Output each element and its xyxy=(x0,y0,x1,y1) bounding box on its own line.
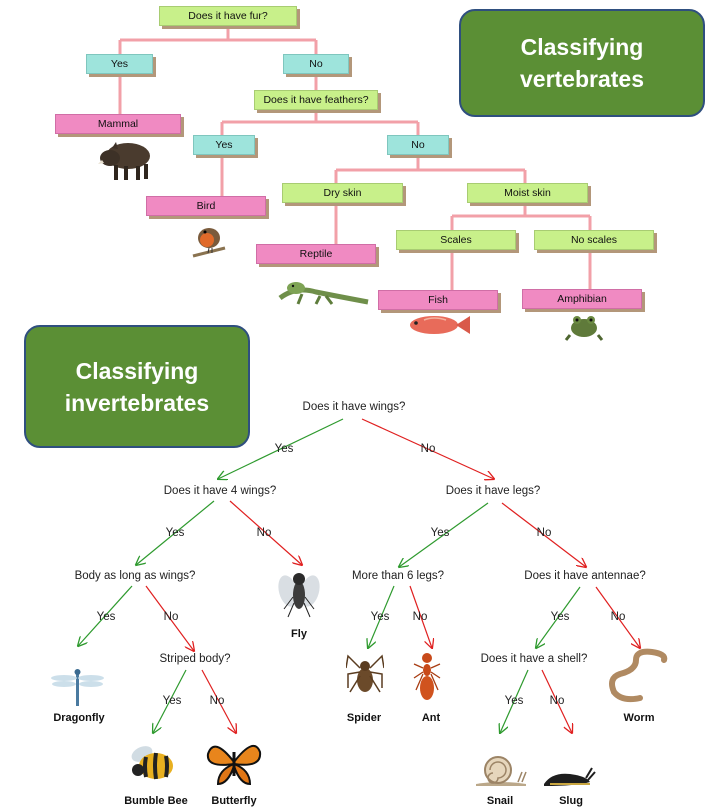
result-fish-text: Fish xyxy=(428,294,448,306)
result-mammal: Mammal xyxy=(55,114,181,134)
question-more-legs: More than 6 legs? xyxy=(351,570,445,582)
question-feathers: Does it have feathers? xyxy=(254,90,378,110)
answer-no-scales: No scales xyxy=(534,230,654,250)
label-no-legs: No xyxy=(536,527,552,539)
question-antennae: Does it have antennae? xyxy=(524,570,646,582)
result-bird-text: Bird xyxy=(196,200,216,212)
label-no-4wings: No xyxy=(256,527,272,539)
result-amphibian: Amphibian xyxy=(522,289,642,309)
result-butterfly: Butterfly xyxy=(211,795,257,807)
result-slug: Slug xyxy=(559,795,583,807)
result-bumble-bee: Bumble Bee xyxy=(124,795,188,807)
label-yes-6legs: Yes xyxy=(370,611,390,623)
bumble-bee-image xyxy=(131,746,173,780)
snail-image xyxy=(476,756,527,786)
answer-no-feathers: No xyxy=(387,135,449,155)
boar-image xyxy=(98,142,150,180)
fish-image xyxy=(410,316,470,334)
result-worm: Worm xyxy=(623,712,655,724)
question-feathers-text: Does it have feathers? xyxy=(263,94,369,106)
vertebrates-title: Classifying vertebrates xyxy=(459,9,705,117)
question-body-length: Body as long as wings? xyxy=(74,570,196,582)
label-yes-shell: Yes xyxy=(504,695,524,707)
vertebrate-connectors xyxy=(118,26,592,290)
result-reptile: Reptile xyxy=(256,244,376,264)
question-4-wings: Does it have 4 wings? xyxy=(163,485,277,497)
label-no-body: No xyxy=(163,611,179,623)
result-snail: Snail xyxy=(486,795,514,807)
label-yes-legs: Yes xyxy=(430,527,450,539)
ant-image xyxy=(413,653,441,700)
iguana-image xyxy=(278,282,369,305)
invertebrate-arrows xyxy=(78,418,640,733)
label-no-antennae: No xyxy=(610,611,626,623)
answer-yes-feathers-text: Yes xyxy=(215,139,233,151)
question-striped: Striped body? xyxy=(159,653,231,665)
label-yes-striped: Yes xyxy=(162,695,182,707)
answer-yes-fur: Yes xyxy=(86,54,153,74)
label-yes-4wings: Yes xyxy=(165,527,185,539)
label-no-wings: No xyxy=(420,443,436,455)
result-ant: Ant xyxy=(421,712,441,724)
worm-image xyxy=(609,648,668,703)
label-no-shell: No xyxy=(549,695,565,707)
answer-no-fur: No xyxy=(283,54,349,74)
robin-image xyxy=(192,228,226,258)
answer-dry-skin-text: Dry skin xyxy=(323,187,362,199)
answer-no-fur-text: No xyxy=(309,58,323,70)
question-fur-text: Does it have fur? xyxy=(188,10,268,22)
frog-image xyxy=(564,316,604,341)
label-no-6legs: No xyxy=(412,611,428,623)
result-fish: Fish xyxy=(378,290,498,310)
answer-yes-feathers: Yes xyxy=(193,135,255,155)
label-yes-wings: Yes xyxy=(274,443,294,455)
spider-image xyxy=(346,654,384,693)
answer-yes-fur-text: Yes xyxy=(110,58,129,70)
result-amphibian-text: Amphibian xyxy=(557,293,607,305)
answer-no-scales-text: No scales xyxy=(570,234,618,246)
fly-image xyxy=(278,573,320,618)
question-legs: Does it have legs? xyxy=(445,485,541,497)
answer-scales: Scales xyxy=(396,230,516,250)
label-yes-antennae: Yes xyxy=(550,611,570,623)
result-bird: Bird xyxy=(146,196,266,216)
label-yes-body: Yes xyxy=(96,611,116,623)
question-wings: Does it have wings? xyxy=(302,401,406,413)
slug-image xyxy=(544,767,596,786)
answer-no-feathers-text: No xyxy=(411,139,425,151)
invertebrates-title-text: Classifying invertebrates xyxy=(64,357,210,416)
answer-dry-skin: Dry skin xyxy=(282,183,403,203)
result-reptile-text: Reptile xyxy=(299,248,333,260)
question-fur: Does it have fur? xyxy=(159,6,297,26)
label-no-striped: No xyxy=(209,695,225,707)
result-dragonfly: Dragonfly xyxy=(53,712,105,724)
result-mammal-text: Mammal xyxy=(97,118,139,130)
vertebrates-title-text: Classifying vertebrates xyxy=(519,34,645,92)
answer-moist-skin-text: Moist skin xyxy=(504,187,551,199)
question-shell: Does it have a shell? xyxy=(480,653,588,665)
answer-moist-skin: Moist skin xyxy=(467,183,588,203)
result-spider: Spider xyxy=(346,712,382,724)
dragonfly-image xyxy=(51,669,104,706)
butterfly-image xyxy=(206,744,262,786)
result-fly: Fly xyxy=(291,628,307,640)
answer-scales-text: Scales xyxy=(440,234,472,246)
invertebrates-title: Classifying invertebrates xyxy=(24,325,250,448)
